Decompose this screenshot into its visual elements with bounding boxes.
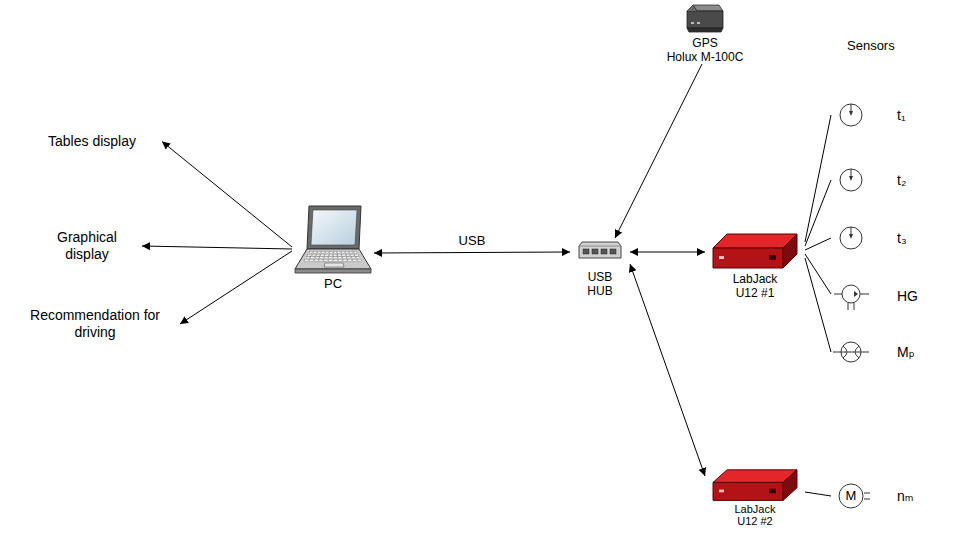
device-label: LabJack U12 #1 [725,272,785,300]
link-label: USB [457,233,488,248]
device-node: USB HUB [570,238,630,298]
sensor-wire [805,115,831,242]
symbol-holder [831,224,871,252]
data-link-arrow [374,252,570,253]
sensor-symbol [831,224,871,252]
sensor-label: Mₚ [897,344,915,360]
labjack-icon [711,232,799,272]
sensor-node: t₃ [831,224,931,252]
device-node: PC [292,203,374,291]
data-link-arrow [630,264,705,476]
sensor-label: t₁ [897,107,906,123]
output-label: Recommendation for driving [10,304,180,344]
symbol-holder: M [831,482,871,510]
device-label: GPS [650,36,760,50]
data-link-arrow [162,142,292,248]
sensor-node: Mₚ [831,338,931,366]
sensor-row: Mnₘ [831,482,931,510]
sensor-row: HG [831,282,931,310]
sensor-symbol [831,338,871,366]
display-output: Tables display [22,130,162,153]
sensor-label: nₘ [897,488,914,504]
device-label: USB HUB [578,270,622,298]
sensor-row: t₃ [831,224,931,252]
sensor-node: HG [831,282,931,310]
labjack-icon [711,468,799,504]
data-link-arrow [615,64,702,238]
sensor-symbol [831,282,871,310]
sensor-symbol [831,101,871,129]
data-link-arrow [630,252,705,253]
sensor-node: t₁ [831,101,931,129]
data-link-arrow [142,246,292,249]
sensor-label: HG [897,288,918,304]
sensor-row: t₂ [831,166,931,194]
sensor-node: Mnₘ [831,482,931,510]
device-label: PC [303,277,363,291]
sensor-wire [805,180,831,246]
sensor-wire [805,492,831,496]
device-node: GPSHolux M-100C [650,2,760,64]
sensor-row: Mₚ [831,338,931,366]
output-label: Graphical display [32,226,142,266]
symbol-holder [831,101,871,129]
device-label: Holux M-100C [650,50,760,64]
sensor-node: t₂ [831,166,931,194]
data-link-arrow [180,251,292,324]
sensor-row: t₁ [831,101,931,129]
usb-hub-icon [578,238,622,262]
device-node: LabJack U12 #2 [705,468,805,527]
sensor-wire [805,258,831,352]
sensor-label: t₂ [897,172,906,188]
laptop-icon [293,203,373,277]
section-heading: Sensors [847,38,895,53]
display-output: Recommendation for driving [10,304,180,344]
sensor-wire [805,254,831,294]
sensor-wire [805,238,831,250]
motor-letter: M [839,488,863,504]
sensor-label: t₃ [897,230,907,246]
gps-icon [685,2,725,36]
symbol-holder [831,166,871,194]
display-output: Graphical display [32,226,142,266]
sensor-symbol [831,166,871,194]
output-label: Tables display [22,130,162,153]
symbol-holder [831,282,871,310]
device-node: LabJack U12 #1 [705,232,805,300]
device-label: LabJack U12 #2 [725,504,785,527]
symbol-holder [831,338,871,366]
